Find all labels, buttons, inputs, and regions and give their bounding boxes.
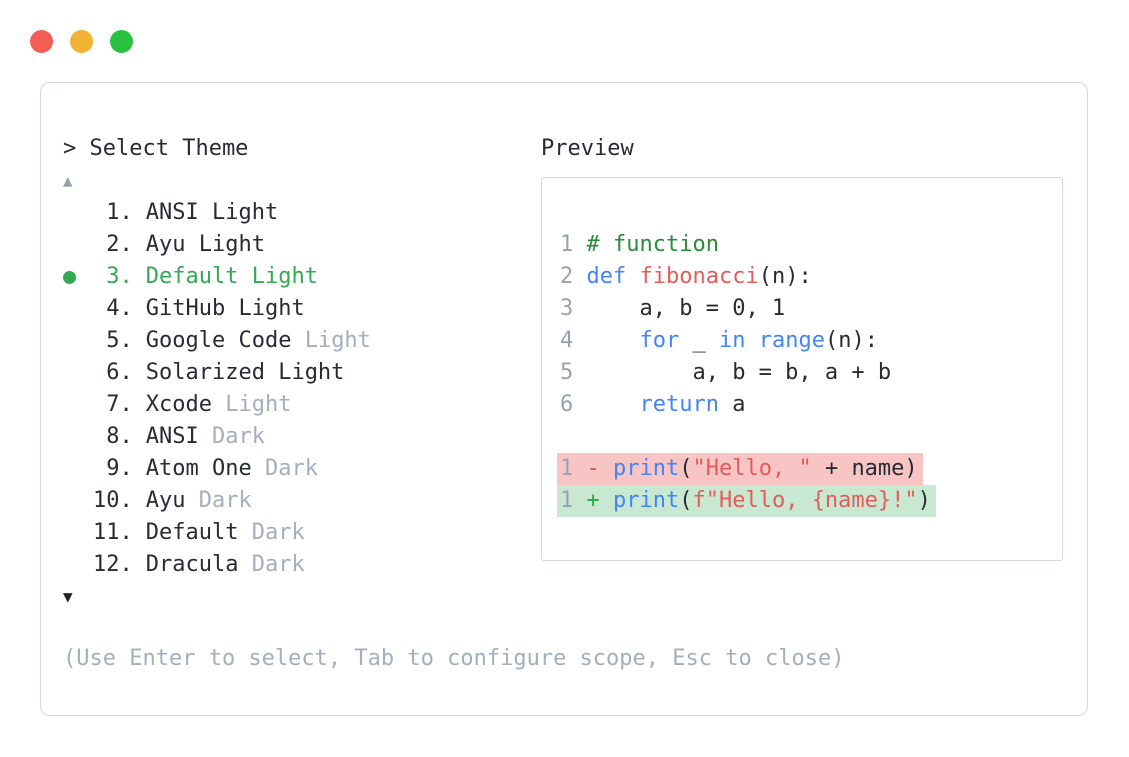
item-gutter: [63, 325, 93, 357]
code-line: 3 a, b = 0, 1: [560, 296, 786, 321]
item-number: 8.: [93, 424, 133, 449]
diff-line-added: 1 + print(f"Hello, {name}!"): [557, 485, 1062, 517]
theme-item-ayu[interactable]: 10. Ayu Dark: [63, 485, 541, 517]
item-gutter: [63, 357, 93, 389]
item-label: Ayu Dark: [145, 488, 252, 513]
code-lines: 1 # function 2 def fibonacci(n): 3 a, b = …: [557, 229, 1062, 517]
item-number: 11.: [93, 520, 133, 545]
item-label: Default Dark: [145, 520, 305, 545]
item-label: ANSI Dark: [145, 424, 265, 449]
theme-item-ansi-light[interactable]: 1. ANSI Light: [63, 197, 541, 229]
item-number: 4.: [93, 296, 133, 321]
item-gutter: [63, 389, 93, 421]
code-line: 5 a, b = b, a + b: [560, 360, 892, 385]
line-number: 1: [560, 488, 587, 513]
code-line: 2 def fibonacci(n):: [560, 264, 812, 289]
item-label: Google Code Light: [145, 328, 371, 353]
window-controls: [30, 30, 133, 53]
item-number: 6.: [93, 360, 133, 385]
scroll-down-icon[interactable]: ▼: [63, 587, 73, 606]
theme-item-solarized-light[interactable]: 6. Solarized Light: [63, 357, 541, 389]
line-number: 4: [560, 328, 587, 353]
line-number: 5: [560, 360, 587, 385]
preview-title: Preview: [541, 136, 634, 161]
preview-panel: Preview 1 # function 2 def fibonacci(n): 3…: [541, 133, 1063, 613]
item-gutter: [63, 517, 93, 549]
code-preview: 1 # function 2 def fibonacci(n): 3 a, b = …: [541, 177, 1063, 561]
item-label: Ayu Light: [145, 232, 265, 257]
item-gutter: [63, 229, 93, 261]
item-label: Atom One Dark: [145, 456, 318, 481]
line-number: 3: [560, 296, 587, 321]
diff-line-removed: 1 - print("Hello, " + name): [557, 453, 1062, 485]
minimize-button[interactable]: [70, 30, 93, 53]
selected-dot-icon: [63, 261, 93, 293]
theme-item-xcode[interactable]: 7. Xcode Light: [63, 389, 541, 421]
theme-item-google-code[interactable]: 5. Google Code Light: [63, 325, 541, 357]
item-gutter: [63, 197, 93, 229]
code-line: 4 for _ in range(n):: [560, 328, 878, 353]
item-gutter: [63, 549, 93, 581]
theme-item-ayu-light[interactable]: 2. Ayu Light: [63, 229, 541, 261]
item-label: Default Light: [145, 264, 318, 289]
item-gutter: [63, 293, 93, 325]
theme-item-default[interactable]: 11. Default Dark: [63, 517, 541, 549]
theme-item-ansi[interactable]: 8. ANSI Dark: [63, 421, 541, 453]
code-line: 1 # function: [560, 232, 719, 257]
item-number: 2.: [93, 232, 133, 257]
theme-item-dracula[interactable]: 12. Dracula Dark: [63, 549, 541, 581]
close-button[interactable]: [30, 30, 53, 53]
item-number: 3.: [93, 264, 133, 289]
item-label: Xcode Light: [145, 392, 292, 417]
line-number: 1: [560, 456, 587, 481]
theme-item-github-light[interactable]: 4. GitHub Light: [63, 293, 541, 325]
item-number: 5.: [93, 328, 133, 353]
theme-list: 1. ANSI Light 2. Ayu Light 3. Default Light…: [63, 197, 541, 581]
theme-item-default-light[interactable]: 3. Default Light: [63, 261, 541, 293]
item-number: 7.: [93, 392, 133, 417]
item-label: ANSI Light: [145, 200, 279, 225]
line-number: 1: [560, 232, 587, 257]
item-gutter: [63, 453, 93, 485]
item-number: 1.: [93, 200, 133, 225]
select-theme-prompt: > Select Theme: [63, 136, 249, 161]
code-line: 6 return a: [560, 392, 746, 417]
keyboard-hint: (Use Enter to select, Tab to configure s…: [63, 646, 845, 671]
line-number: 6: [560, 392, 587, 417]
item-number: 10.: [93, 488, 133, 513]
item-label: GitHub Light: [145, 296, 305, 321]
item-label: Dracula Dark: [145, 552, 305, 577]
scroll-up-icon[interactable]: ▲: [63, 171, 73, 190]
item-gutter: [63, 485, 93, 517]
theme-picker-dialog: > Select Theme ▲ 1. ANSI Light 2. Ayu Ligh…: [40, 82, 1088, 716]
theme-selector: > Select Theme ▲ 1. ANSI Light 2. Ayu Ligh…: [63, 133, 541, 613]
code-line: [560, 421, 1062, 453]
item-gutter: [63, 421, 93, 453]
line-number: 2: [560, 264, 587, 289]
item-label: Solarized Light: [145, 360, 345, 385]
item-number: 9.: [93, 456, 133, 481]
theme-item-atom-one[interactable]: 9. Atom One Dark: [63, 453, 541, 485]
maximize-button[interactable]: [110, 30, 133, 53]
item-number: 12.: [93, 552, 133, 577]
